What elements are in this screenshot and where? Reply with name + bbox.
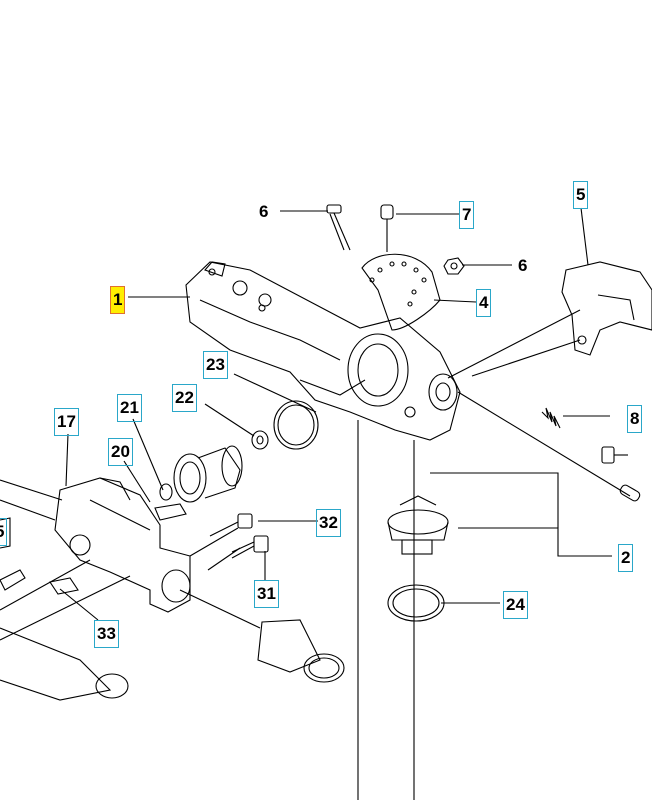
bolt-31	[231, 535, 269, 559]
grease-nipple-7	[380, 204, 394, 252]
housing-17	[54, 477, 191, 613]
spring-8	[541, 407, 561, 429]
callout-5-right[interactable]: 5	[573, 181, 589, 209]
leader-21	[132, 418, 164, 491]
washer-21	[159, 483, 173, 501]
bottom-parts	[0, 517, 345, 701]
bracket-2b	[430, 472, 559, 528]
callout-32[interactable]: 32	[316, 509, 341, 537]
circlip-24	[387, 584, 445, 622]
callout-22[interactable]: 22	[172, 384, 197, 412]
plate-4	[361, 253, 441, 331]
housing-1	[185, 261, 461, 441]
leader-17	[65, 433, 69, 487]
callout-23[interactable]: 23	[203, 351, 228, 379]
bolt-right	[601, 446, 628, 464]
pin-right	[619, 484, 641, 502]
callout-2[interactable]: 2	[618, 544, 634, 572]
bevel-gear	[173, 445, 243, 503]
housing-5-right	[561, 261, 652, 356]
washer-22	[251, 430, 269, 450]
callout-5-left[interactable]: 5	[0, 518, 8, 546]
callout-24[interactable]: 24	[503, 591, 528, 619]
callout-31[interactable]: 31	[254, 580, 279, 608]
bolt-32	[209, 513, 253, 537]
callout-6-right[interactable]: 6	[518, 256, 528, 275]
bracket-2	[458, 527, 612, 557]
callout-21[interactable]: 21	[117, 394, 142, 422]
callout-6-top[interactable]: 6	[259, 202, 269, 221]
callout-4[interactable]: 4	[476, 289, 492, 317]
callout-33[interactable]: 33	[94, 620, 119, 648]
screw-6-top	[326, 204, 351, 251]
callout-20[interactable]: 20	[108, 438, 133, 466]
leader-22	[204, 403, 255, 437]
leader-5	[580, 207, 589, 266]
callout-8[interactable]: 8	[627, 405, 643, 433]
nut-6-right	[443, 257, 465, 275]
pinion-gear-2	[387, 495, 449, 555]
callout-1[interactable]: 1	[110, 286, 126, 314]
callout-7[interactable]: 7	[459, 201, 475, 229]
o-ring-23	[273, 400, 319, 450]
callout-17[interactable]: 17	[54, 408, 79, 436]
leader-20	[123, 460, 151, 503]
leader-33	[59, 588, 99, 621]
clip-20	[154, 503, 187, 521]
leader-4	[433, 299, 477, 303]
